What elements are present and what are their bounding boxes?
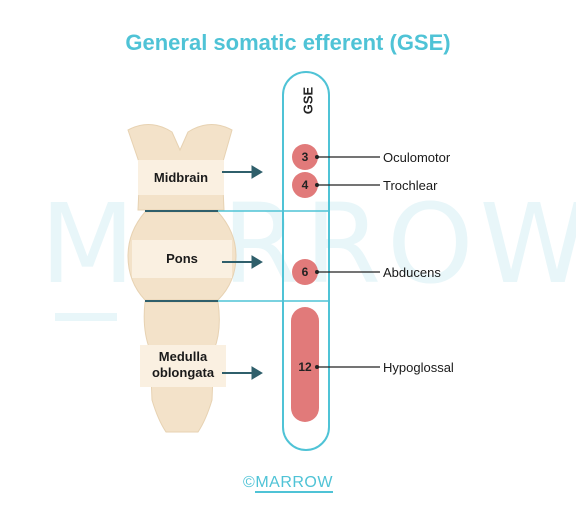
copyright-brand: MARROW — [255, 474, 333, 493]
abducens-label: Abducens — [383, 265, 441, 280]
connector-hypoglossal — [315, 365, 380, 369]
medulla-arrow — [222, 366, 263, 380]
nucleus-3-number: 3 — [301, 150, 309, 164]
midbrain-highlight — [138, 160, 224, 195]
gse-column — [282, 71, 330, 451]
medulla-label-line2: oblongata — [151, 365, 215, 380]
pons-highlight — [132, 240, 232, 278]
midbrain-arrow — [222, 165, 263, 179]
midbrain-label: Midbrain — [153, 170, 209, 185]
nucleus-6-marker — [292, 259, 318, 285]
connector-abducens — [315, 270, 380, 274]
trochlear-label: Trochlear — [383, 178, 438, 193]
copyright-symbol: © — [243, 474, 256, 491]
connector-oculomotor — [315, 155, 380, 159]
nucleus-3-marker — [292, 144, 318, 170]
nucleus-4-marker — [292, 172, 318, 198]
medulla-highlight — [140, 345, 226, 387]
connector-trochlear — [315, 183, 380, 187]
hypoglossal-label: Hypoglossal — [383, 360, 454, 375]
nucleus-4-number: 4 — [301, 178, 309, 192]
copyright-mark: ©MARROW — [0, 474, 576, 493]
gse-column-label: GSE — [300, 86, 316, 115]
medulla-label-line1: Medulla — [158, 349, 208, 364]
watermark-underline — [55, 313, 117, 321]
nucleus-12-marker — [291, 307, 319, 422]
oculomotor-label: Oculomotor — [383, 150, 451, 165]
pons-label: Pons — [166, 251, 198, 266]
nucleus-6-number: 6 — [301, 265, 309, 279]
pons-arrow — [222, 255, 263, 269]
nucleus-12-number: 12 — [298, 360, 312, 374]
diagram-title: General somatic efferent (GSE) — [125, 30, 451, 55]
